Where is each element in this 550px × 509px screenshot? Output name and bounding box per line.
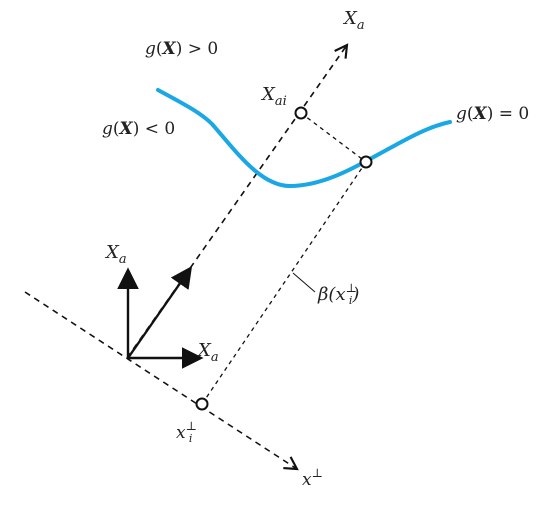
label-beta: β(x⊥i) [317,281,359,307]
label-xa-axis: Xa [342,8,365,33]
label-g-negative: g(X) < 0 [102,119,175,139]
label-g-positive: g(X) > 0 [145,39,218,59]
label-xi-perp: x⊥i [176,419,197,445]
design-point [359,155,373,169]
label-xa-left: Xa [104,242,127,267]
xa-axis-dashed-line [126,43,349,359]
limit-state-curve [156,88,452,189]
beta-leader-line [292,272,316,293]
projection-line-top [300,112,367,163]
xi-perp-point [195,397,209,411]
label-g-zero: g(X) = 0 [456,104,529,124]
label-xa-right: Xa [196,340,219,365]
label-xai: Xai [260,84,287,109]
solid-diagonal-arrow [127,266,193,359]
projection-line-beta [201,161,367,405]
xai-point [294,106,308,120]
label-x-perp-axis: x⊥ [302,466,323,490]
x-perp-axis-dashed-line [24,291,299,471]
